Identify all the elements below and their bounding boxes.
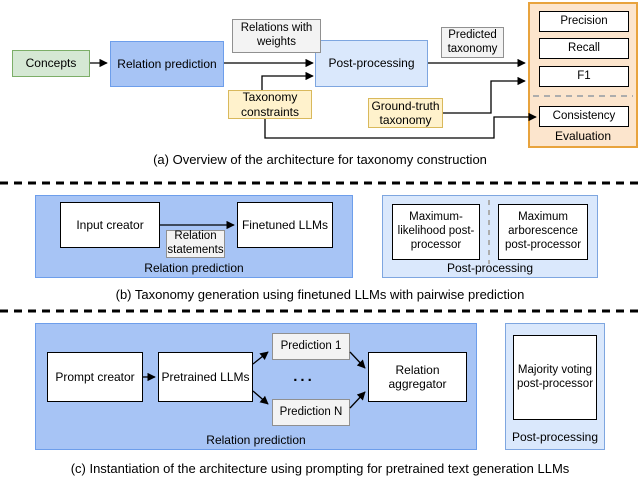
panel-c-post-processing-label: Post-processing (511, 430, 599, 444)
predictions-ellipsis: ... (293, 368, 315, 385)
prompt-creator-box: Prompt creator (47, 352, 143, 402)
precision-box: Precision (539, 11, 629, 32)
post-processing-box: Post-processing (315, 40, 428, 87)
f1-box: F1 (539, 66, 629, 87)
panel-b-relation-prediction-label: Relation prediction (144, 261, 244, 275)
finetuned-llms-box: Finetuned LLMs (237, 202, 333, 248)
relation-statements-label: Relation statements (166, 230, 225, 258)
majority-voting-post-processor-box: Majority voting post-processor (513, 335, 597, 420)
panel-b-caption: (b) Taxonomy generation using finetuned … (115, 287, 525, 302)
consistency-box: Consistency (539, 106, 629, 127)
panel-b-post-processing-label: Post-processing (446, 261, 534, 275)
prediction-1-box: Prediction 1 (272, 333, 350, 360)
recall-box: Recall (539, 38, 629, 59)
relations-with-weights-label: Relations with weights (232, 19, 321, 53)
input-creator-box: Input creator (60, 202, 160, 248)
ground-truth-taxonomy-box: Ground-truth taxonomy (368, 98, 443, 128)
panel-a-caption: (a) Overview of the architecture for tax… (153, 152, 487, 167)
prediction-n-box: Prediction N (272, 399, 350, 426)
maximum-arborescence-post-processor-box: Maximum arborescence post-processor (498, 204, 588, 260)
concepts-box: Concepts (12, 50, 90, 77)
predicted-taxonomy-label: Predicted taxonomy (441, 27, 504, 58)
panel-c-relation-prediction-label: Relation prediction (206, 433, 306, 447)
panel-c-caption: (c) Instantiation of the architecture us… (70, 461, 570, 476)
maximum-likelihood-post-processor-box: Maximum-likelihood post-processor (392, 204, 480, 260)
pretrained-llms-box: Pretrained LLMs (158, 352, 253, 402)
arrow-taxonomy-constraints-to-post-processing (261, 71, 314, 90)
relation-aggregator-box: Relation aggregator (368, 352, 467, 402)
evaluation-group-label: Evaluation (554, 129, 612, 143)
taxonomy-constraints-box: Taxonomy constraints (228, 90, 312, 119)
arrow-ground-truth-to-evaluation (443, 76, 526, 114)
relation-prediction-box: Relation prediction (110, 41, 224, 87)
